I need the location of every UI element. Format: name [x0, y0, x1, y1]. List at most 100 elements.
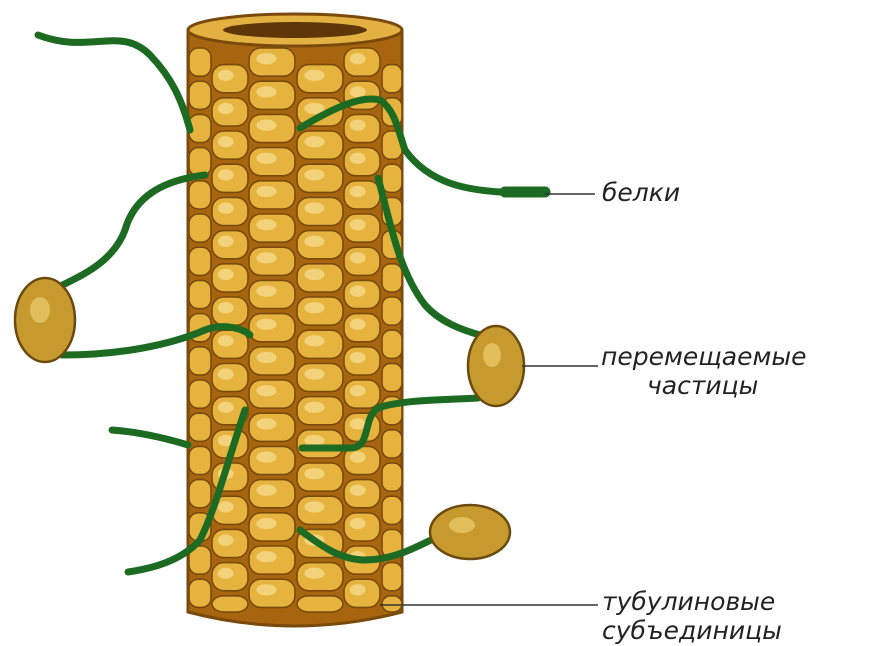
tubulin-subunit-highlight: [256, 319, 276, 330]
tubulin-subunit-highlight: [350, 86, 366, 97]
tubulin-subunit-highlight: [256, 451, 276, 462]
tubulin-subunit-highlight: [350, 584, 366, 595]
tubulin-subunit: [212, 596, 248, 612]
particle-bottom: [430, 505, 510, 559]
tubulin-subunit-highlight: [350, 418, 366, 429]
tubulin-subunit: [189, 413, 211, 441]
tubulin-subunit: [189, 380, 211, 408]
tubulin-subunit: [382, 363, 402, 391]
tubulin-subunit-highlight: [218, 136, 234, 147]
tubulin-subunit-highlight: [218, 568, 234, 579]
tubulin-subunit-highlight: [350, 451, 366, 462]
tubulin-subunit-highlight: [256, 252, 276, 263]
tubulin-subunit-highlight: [304, 468, 324, 479]
tubulin-subunit-highlight: [256, 418, 276, 429]
tubulin-subunit-highlight: [256, 352, 276, 363]
tubulin-subunit-highlight: [304, 402, 324, 413]
tubulin-subunit-highlight: [304, 335, 324, 346]
tubulin-subunit-highlight: [256, 119, 276, 130]
particle-right-highlight: [483, 343, 501, 367]
tubulin-subunit-highlight: [350, 518, 366, 529]
tubulin-subunit: [189, 446, 211, 474]
label-tubulin-line1: тубулиновые: [602, 588, 775, 616]
tubulin-subunit: [189, 148, 211, 176]
tubulin-subunit-highlight: [304, 435, 324, 446]
tubulin-subunit-highlight: [218, 368, 234, 379]
tubulin-subunit-highlight: [218, 335, 234, 346]
tubulin-subunit-highlight: [256, 385, 276, 396]
protein-strand-3: [57, 175, 205, 288]
tubulin-subunit-highlight: [304, 368, 324, 379]
tubulin-subunit: [189, 480, 211, 508]
tubulin-subunit-highlight: [304, 136, 324, 147]
tubulin-subunit-highlight: [350, 285, 366, 296]
tubulin-subunit: [382, 264, 402, 292]
tubulin-subunit-highlight: [304, 501, 324, 512]
tubulin-subunit: [189, 579, 211, 607]
tubulin-subunit-highlight: [350, 352, 366, 363]
tubulin-subunit-highlight: [350, 485, 366, 496]
tubulin-subunit-highlight: [256, 584, 276, 595]
tubulin-subunit: [189, 81, 211, 109]
tubulin-subunit-highlight: [256, 485, 276, 496]
tubulin-subunit-highlight: [218, 202, 234, 213]
protein-strand-1: [38, 35, 190, 130]
tubulin-subunit: [189, 181, 211, 209]
tubulin-subunit-highlight: [350, 319, 366, 330]
tubulin-subunit-highlight: [218, 269, 234, 280]
label-particles-line1: перемещаемые: [601, 343, 806, 371]
label-proteins: белки: [602, 179, 680, 207]
label-tubulin-line2: субъединицы: [602, 617, 782, 645]
tubulin-subunit-highlight: [304, 202, 324, 213]
label-particles-line2: частицы: [647, 372, 758, 400]
tubulin-subunit-highlight: [256, 53, 276, 64]
tubulin-subunit-highlight: [218, 236, 234, 247]
tubulin-subunit: [382, 496, 402, 524]
tubulin-subunit: [189, 48, 211, 76]
tubulin-subunit: [189, 347, 211, 375]
tubulin-subunit-highlight: [256, 219, 276, 230]
tubulin-subunit: [382, 164, 402, 192]
particle-bottom-highlight: [449, 517, 475, 533]
tubulin-subunit-highlight: [350, 252, 366, 263]
tubulin-subunit-highlight: [304, 568, 324, 579]
tubulin-subunit-highlight: [304, 302, 324, 313]
tubulin-subunit-highlight: [350, 53, 366, 64]
particle-right: [468, 326, 524, 406]
tubulin-subunit-highlight: [256, 285, 276, 296]
tubulin-subunit-highlight: [256, 186, 276, 197]
protein-strand-7: [112, 430, 188, 445]
tubulin-subunit-highlight: [218, 103, 234, 114]
tubulin-subunit: [382, 297, 402, 325]
tubulin-subunit-highlight: [304, 70, 324, 81]
tubulin-subunit-highlight: [256, 153, 276, 164]
tubulin-subunit-highlight: [218, 302, 234, 313]
tubulin-subunit-highlight: [304, 269, 324, 280]
tubulin-subunit: [382, 563, 402, 591]
tubulin-subunit: [189, 247, 211, 275]
tubulin-subunit: [382, 463, 402, 491]
tubulin-subunit: [297, 596, 343, 612]
tubulin-subunit: [382, 430, 402, 458]
tubulin-subunit: [189, 280, 211, 308]
tubulin-subunit-highlight: [218, 501, 234, 512]
microtubule: [188, 14, 402, 626]
tubulin-subunit-highlight: [256, 86, 276, 97]
tubulin-subunit-highlight: [350, 119, 366, 130]
tubulin-subunit-highlight: [218, 402, 234, 413]
tubulin-subunit-highlight: [218, 534, 234, 545]
tubulin-subunit-highlight: [350, 186, 366, 197]
tubulin-subunit-highlight: [256, 518, 276, 529]
tubulin-subunit-highlight: [304, 236, 324, 247]
tubulin-subunit: [382, 65, 402, 93]
tubulin-subunit-highlight: [350, 219, 366, 230]
tubulin-subunit-highlight: [256, 551, 276, 562]
tubulin-subunit-highlight: [350, 153, 366, 164]
tubulin-subunit: [382, 596, 402, 612]
tubulin-subunit-highlight: [218, 70, 234, 81]
particle-left-highlight: [30, 297, 50, 323]
tubulin-subunit-highlight: [218, 169, 234, 180]
tubulin-subunit: [189, 214, 211, 242]
tubulin-subunit: [382, 330, 402, 358]
